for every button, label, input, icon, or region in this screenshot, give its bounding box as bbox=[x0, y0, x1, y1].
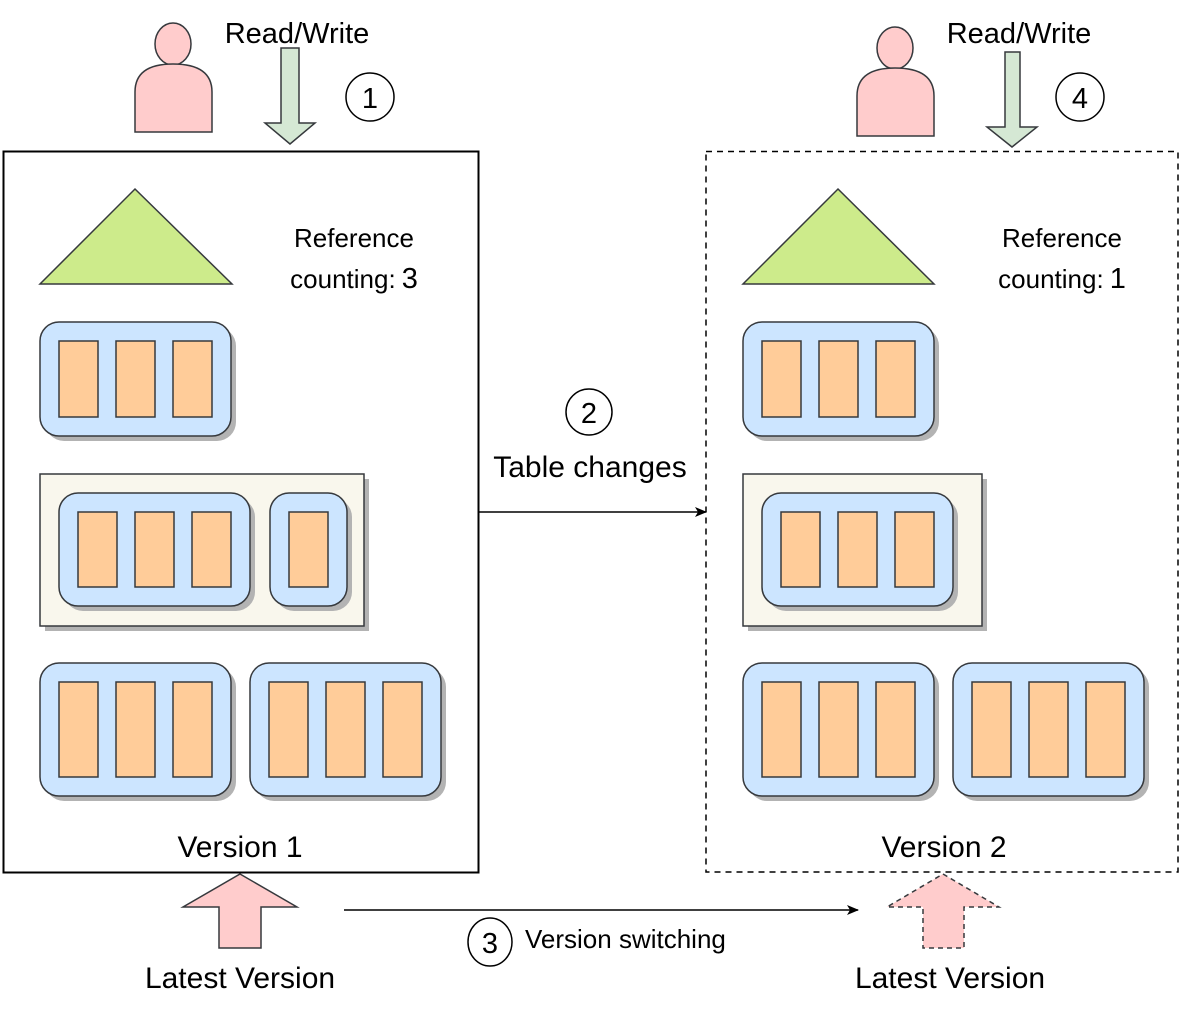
metadata-triangle-icon bbox=[741, 187, 936, 285]
data-cell bbox=[1028, 681, 1069, 778]
data-cell bbox=[894, 511, 935, 588]
data-cell bbox=[172, 681, 213, 778]
data-block[interactable] bbox=[742, 321, 939, 441]
read-write-label: Read/Write bbox=[225, 18, 370, 50]
read-write-arrow-icon bbox=[984, 51, 1040, 148]
reference-counting-label: Reference bbox=[1002, 223, 1122, 253]
block-group[interactable] bbox=[39, 473, 369, 631]
step-3-badge: 3 bbox=[467, 917, 513, 967]
data-block[interactable] bbox=[742, 662, 939, 801]
step-1-badge: 1 bbox=[345, 72, 395, 122]
step-2-badge: 2 bbox=[565, 388, 613, 436]
latest-version-label: Latest Version bbox=[855, 962, 1045, 995]
data-cell bbox=[382, 681, 423, 778]
user-icon bbox=[134, 22, 213, 133]
version-2-blocks bbox=[742, 321, 1149, 801]
read-write-label: Read/Write bbox=[947, 18, 1092, 50]
version-2-label: Version 2 bbox=[881, 831, 1006, 864]
data-block[interactable] bbox=[249, 662, 446, 801]
data-cell bbox=[761, 340, 802, 418]
metadata-triangle-icon bbox=[38, 187, 234, 285]
data-cell bbox=[191, 511, 232, 588]
version-2-group: Read/Write 4 Reference counting:1 Versio… bbox=[705, 18, 1179, 995]
data-block[interactable] bbox=[39, 321, 236, 441]
reference-counting-value: counting:1 bbox=[998, 263, 1126, 295]
data-cell bbox=[818, 681, 859, 778]
data-cell bbox=[115, 340, 156, 418]
user-icon bbox=[856, 26, 935, 137]
data-cell bbox=[780, 511, 821, 588]
data-cell bbox=[115, 681, 156, 778]
block-group[interactable] bbox=[742, 473, 987, 631]
data-cell bbox=[1085, 681, 1126, 778]
data-cell bbox=[971, 681, 1012, 778]
svg-text:3: 3 bbox=[482, 928, 498, 960]
svg-text:2: 2 bbox=[581, 398, 597, 430]
table-changes-label: Table changes bbox=[493, 451, 686, 484]
data-block[interactable] bbox=[39, 662, 236, 801]
data-cell bbox=[761, 681, 802, 778]
table-changes-transition: 2 Table changes bbox=[479, 388, 707, 517]
reference-counting-value: counting:3 bbox=[290, 263, 418, 295]
data-cell bbox=[875, 681, 916, 778]
version-1-label: Version 1 bbox=[177, 831, 302, 864]
data-cell bbox=[818, 340, 859, 418]
version-switching-label: Version switching bbox=[525, 924, 726, 954]
data-cell bbox=[172, 340, 213, 418]
data-block[interactable] bbox=[761, 492, 958, 611]
data-cell bbox=[288, 511, 329, 588]
data-cell bbox=[77, 511, 118, 588]
step-4-badge: 4 bbox=[1055, 72, 1105, 122]
data-cell bbox=[837, 511, 878, 588]
version-1-group: Read/Write 1 Reference counting:3 Versio… bbox=[2, 18, 480, 995]
data-cell bbox=[58, 340, 99, 418]
data-cell bbox=[268, 681, 309, 778]
svg-text:1: 1 bbox=[362, 83, 378, 115]
data-block[interactable] bbox=[952, 662, 1149, 801]
data-cell bbox=[325, 681, 366, 778]
version-switching-transition: 3 Version switching bbox=[344, 905, 859, 967]
data-block[interactable] bbox=[58, 492, 255, 611]
data-block[interactable] bbox=[269, 492, 352, 611]
data-cell bbox=[58, 681, 99, 778]
data-cell bbox=[134, 511, 175, 588]
svg-text:4: 4 bbox=[1072, 83, 1088, 115]
version-1-blocks bbox=[39, 321, 446, 801]
reference-counting-label: Reference bbox=[294, 223, 414, 253]
latest-version-arrow-icon[interactable] bbox=[180, 873, 300, 949]
latest-version-arrow-icon[interactable] bbox=[884, 873, 1002, 949]
data-cell bbox=[875, 340, 916, 418]
read-write-arrow-icon bbox=[262, 47, 318, 145]
latest-version-label: Latest Version bbox=[145, 962, 335, 995]
